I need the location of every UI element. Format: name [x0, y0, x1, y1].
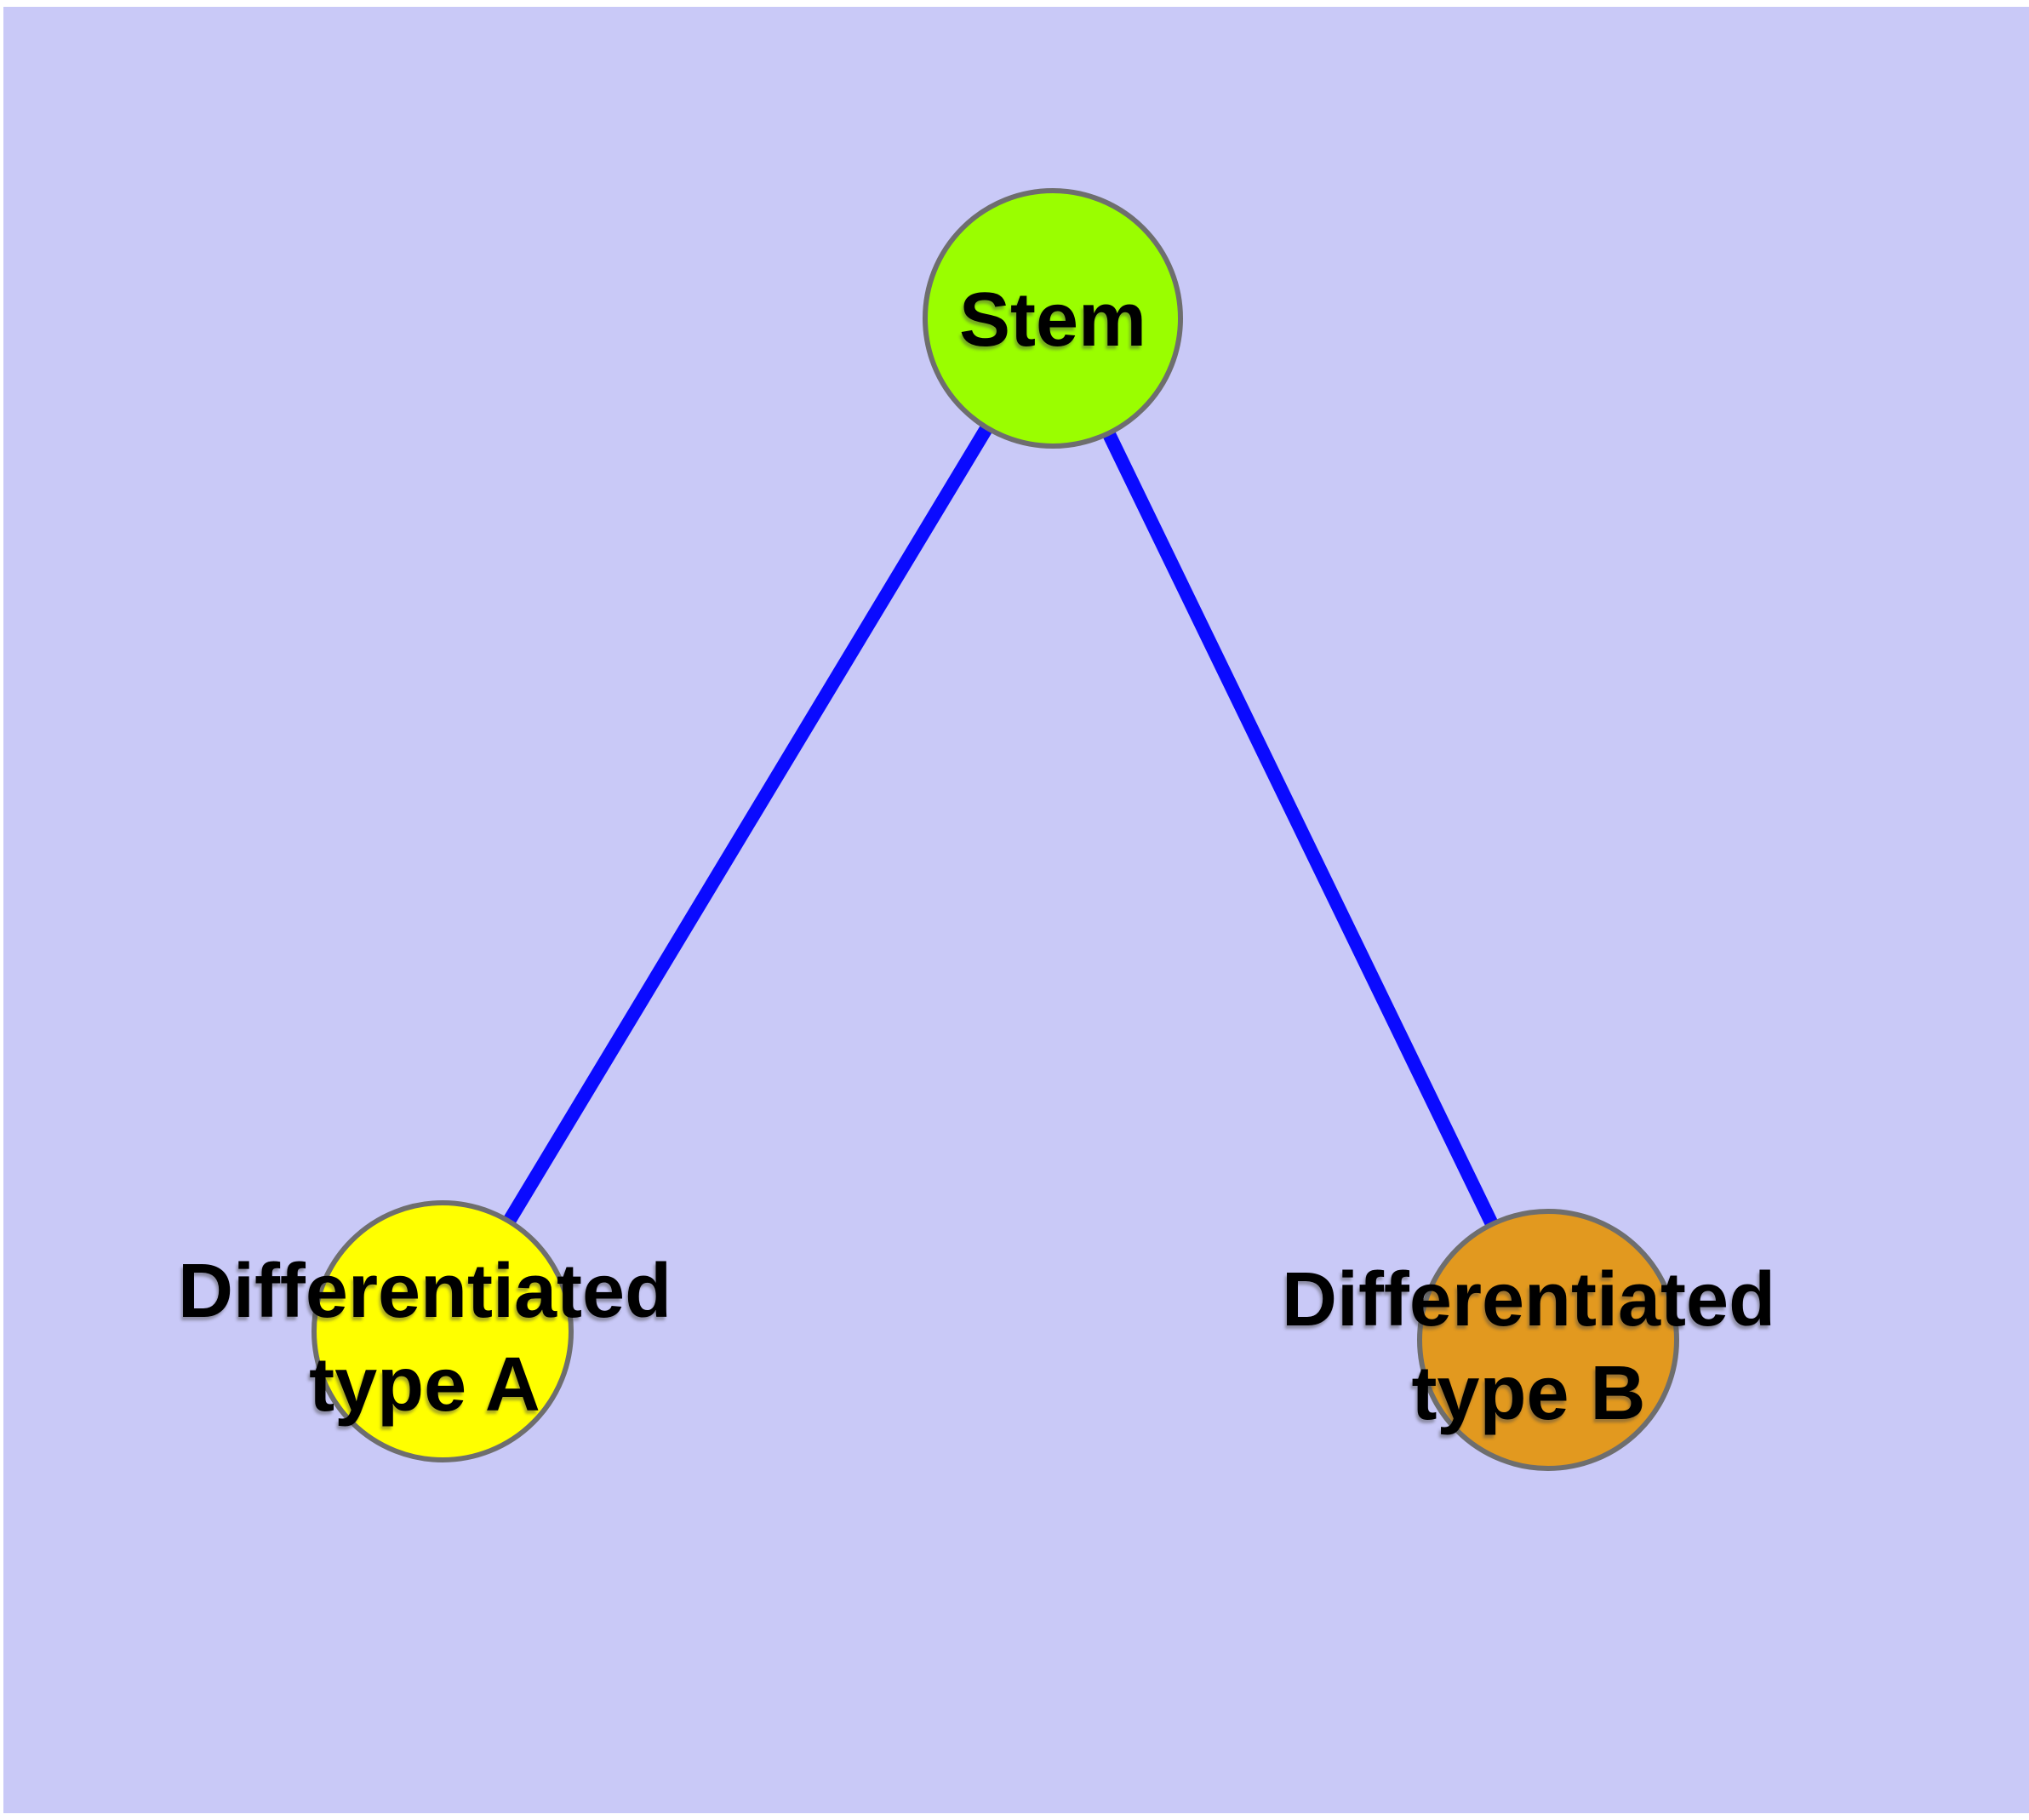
node-b-label-line-2: type B [1411, 1351, 1646, 1436]
node-differentiated-type-b-label: Differentiated type B [1282, 1253, 1775, 1440]
node-differentiated-type-a-label: Differentiated type A [178, 1245, 672, 1432]
node-stem-label-text: Stem [958, 278, 1147, 363]
node-stem-label: Stem [959, 273, 1146, 367]
node-stem[interactable] [923, 188, 1183, 449]
node-a-label-line-2: type A [309, 1342, 540, 1428]
node-differentiated-type-b[interactable] [1417, 1209, 1679, 1471]
edge-stem-to-type-b [1046, 315, 1555, 1343]
node-b-label-line-1: Differentiated [1281, 1257, 1776, 1342]
page-margin-top [0, 0, 2029, 7]
edge-stem-to-type-a [437, 314, 1059, 1336]
node-a-label-line-1: Differentiated [177, 1249, 672, 1334]
node-differentiated-type-a[interactable] [311, 1200, 574, 1462]
page-margin-left [0, 0, 3, 1820]
page-margin-bottom [0, 1813, 2029, 1820]
